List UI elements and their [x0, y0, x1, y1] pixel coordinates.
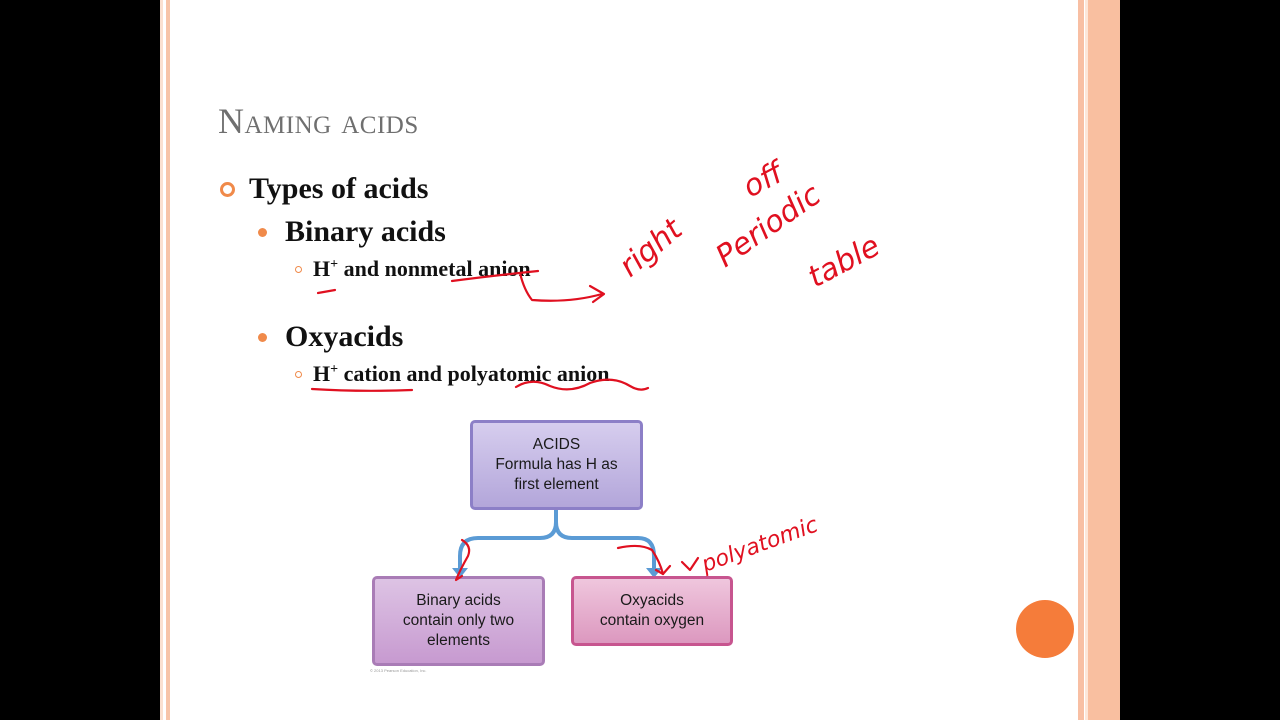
oxy-box-line2: contain oxygen [599, 612, 705, 629]
slide: Naming acids Types of acids Binary acids… [160, 0, 1120, 720]
ink-handwriting: right off Periodic table polyatomic [613, 154, 886, 578]
bullet-rest: and nonmetal anion [338, 256, 531, 281]
binary-box-line1: Binary acids [416, 592, 501, 609]
slide-title: Naming acids [218, 101, 419, 141]
slide-border-left-outer [160, 0, 163, 720]
bullet-oxyacids: Oxyacids [258, 320, 403, 354]
slide-border-left [166, 0, 170, 720]
bullet-small-ring-icon [295, 265, 302, 273]
ink-annotations [310, 269, 700, 582]
bullet-text: H+ cation and polyatomic anion [313, 361, 609, 387]
bullet-text: Oxyacids [285, 320, 404, 353]
binary-box-line2: contain only two [402, 612, 515, 629]
bullet-types-of-acids: Types of acids [220, 172, 428, 206]
slide-border-right-inner [1078, 0, 1084, 720]
note-right: right [613, 211, 690, 284]
acids-box-line3: first element [514, 476, 599, 493]
bullet-dot-icon [258, 332, 267, 342]
acids-box: ACIDS Formula has H as first element [470, 420, 643, 510]
bullet-dot-icon [258, 227, 267, 237]
copyright-notice: © 2013 Pearson Education, Inc. [370, 668, 427, 673]
bullet-text: H+ and nonmetal anion [313, 256, 531, 282]
oxy-box-line1: Oxyacids [620, 592, 684, 609]
bullet-text: Types of acids [249, 172, 429, 205]
note-polyatomic: polyatomic [698, 512, 822, 577]
bullet-rest: cation and polyatomic anion [338, 361, 610, 386]
plus-charge: + [330, 257, 339, 272]
orange-circle-decoration [1016, 600, 1074, 658]
bullet-text: Binary acids [285, 215, 446, 248]
h-symbol: H [313, 256, 331, 281]
slide-border-right-outer [1088, 0, 1120, 720]
acids-box-line1: ACIDS [532, 436, 581, 453]
acids-box-line2: Formula has H as [495, 456, 618, 473]
slide-border-right-gap [1085, 0, 1088, 720]
note-table: table [802, 228, 886, 295]
bullet-oxy-sub: H+ cation and polyatomic anion [295, 361, 609, 387]
binary-box-line3: elements [427, 632, 490, 649]
oxyacids-box: Oxyacids contain oxygen [571, 576, 733, 646]
bullet-ring-icon [220, 181, 235, 197]
bullet-small-ring-icon [295, 370, 302, 378]
bullet-binary-sub: H+ and nonmetal anion [295, 256, 531, 282]
plus-charge: + [330, 362, 339, 377]
h-symbol: H [313, 361, 331, 386]
bullet-binary-acids: Binary acids [258, 215, 446, 249]
